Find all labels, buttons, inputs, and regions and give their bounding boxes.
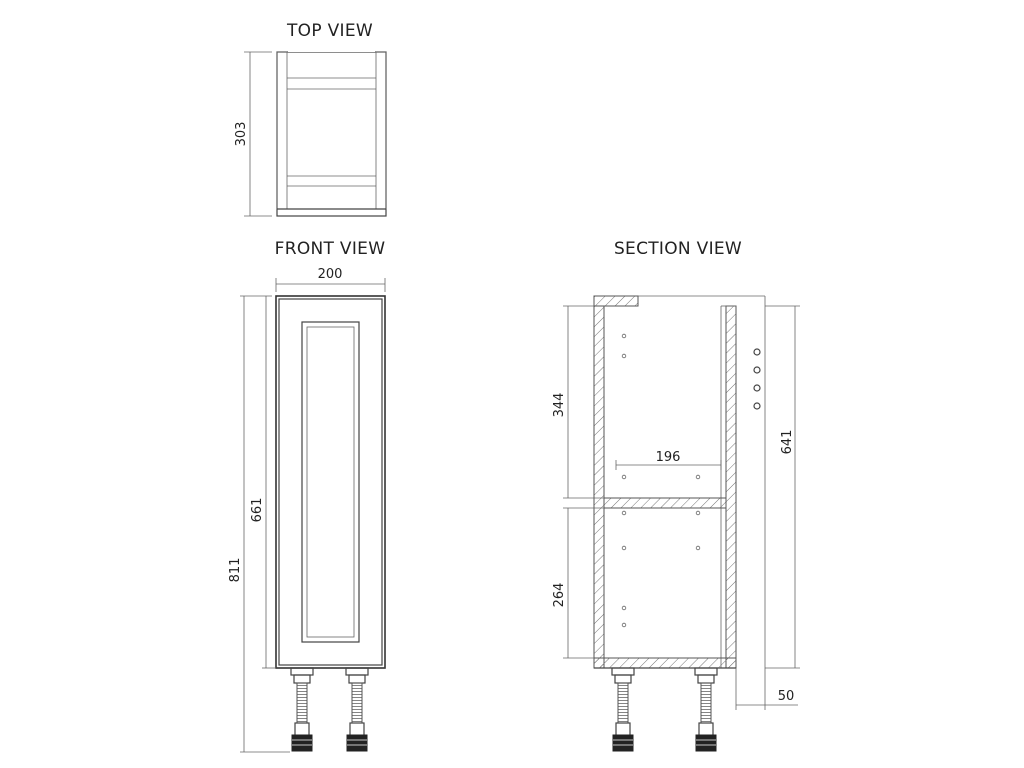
section-inner-width-dimension: 196 xyxy=(615,450,722,470)
top-depth-label: 303 xyxy=(234,122,249,147)
top-view-outline xyxy=(276,50,387,217)
top-depth-dimension: 303 xyxy=(234,51,272,217)
top-view-title: TOP VIEW xyxy=(286,21,373,41)
section-leg-offset-dimension: 50 xyxy=(735,668,798,710)
section-lower-label: 264 xyxy=(552,583,567,608)
section-view-title: SECTION VIEW xyxy=(614,239,742,259)
front-legs xyxy=(290,667,369,752)
section-shelf-holes xyxy=(621,333,761,628)
section-leg-offset-label: 50 xyxy=(778,689,795,704)
section-height-label: 641 xyxy=(780,430,795,455)
section-view: SECTION VIEW xyxy=(552,239,800,752)
front-cabinet-body xyxy=(275,295,386,669)
section-legs xyxy=(611,667,718,752)
section-carcass xyxy=(593,295,766,669)
front-width-label: 200 xyxy=(318,267,343,282)
front-view-title: FRONT VIEW xyxy=(275,239,386,259)
front-door-height-dimension: 661 xyxy=(250,296,276,669)
front-view: FRONT VIEW 200 xyxy=(228,239,386,753)
front-total-height-label: 811 xyxy=(228,558,243,583)
section-upper-dimension: 344 xyxy=(552,305,604,499)
section-lower-dimension: 264 xyxy=(552,507,604,659)
section-inner-width-label: 196 xyxy=(656,450,681,465)
front-door-height-label: 661 xyxy=(250,498,265,523)
front-total-height-dimension: 811 xyxy=(228,295,290,753)
section-upper-label: 344 xyxy=(552,393,567,418)
section-height-dimension: 641 xyxy=(765,305,800,669)
top-view: TOP VIEW 303 xyxy=(234,21,387,217)
front-width-dimension: 200 xyxy=(275,267,386,292)
